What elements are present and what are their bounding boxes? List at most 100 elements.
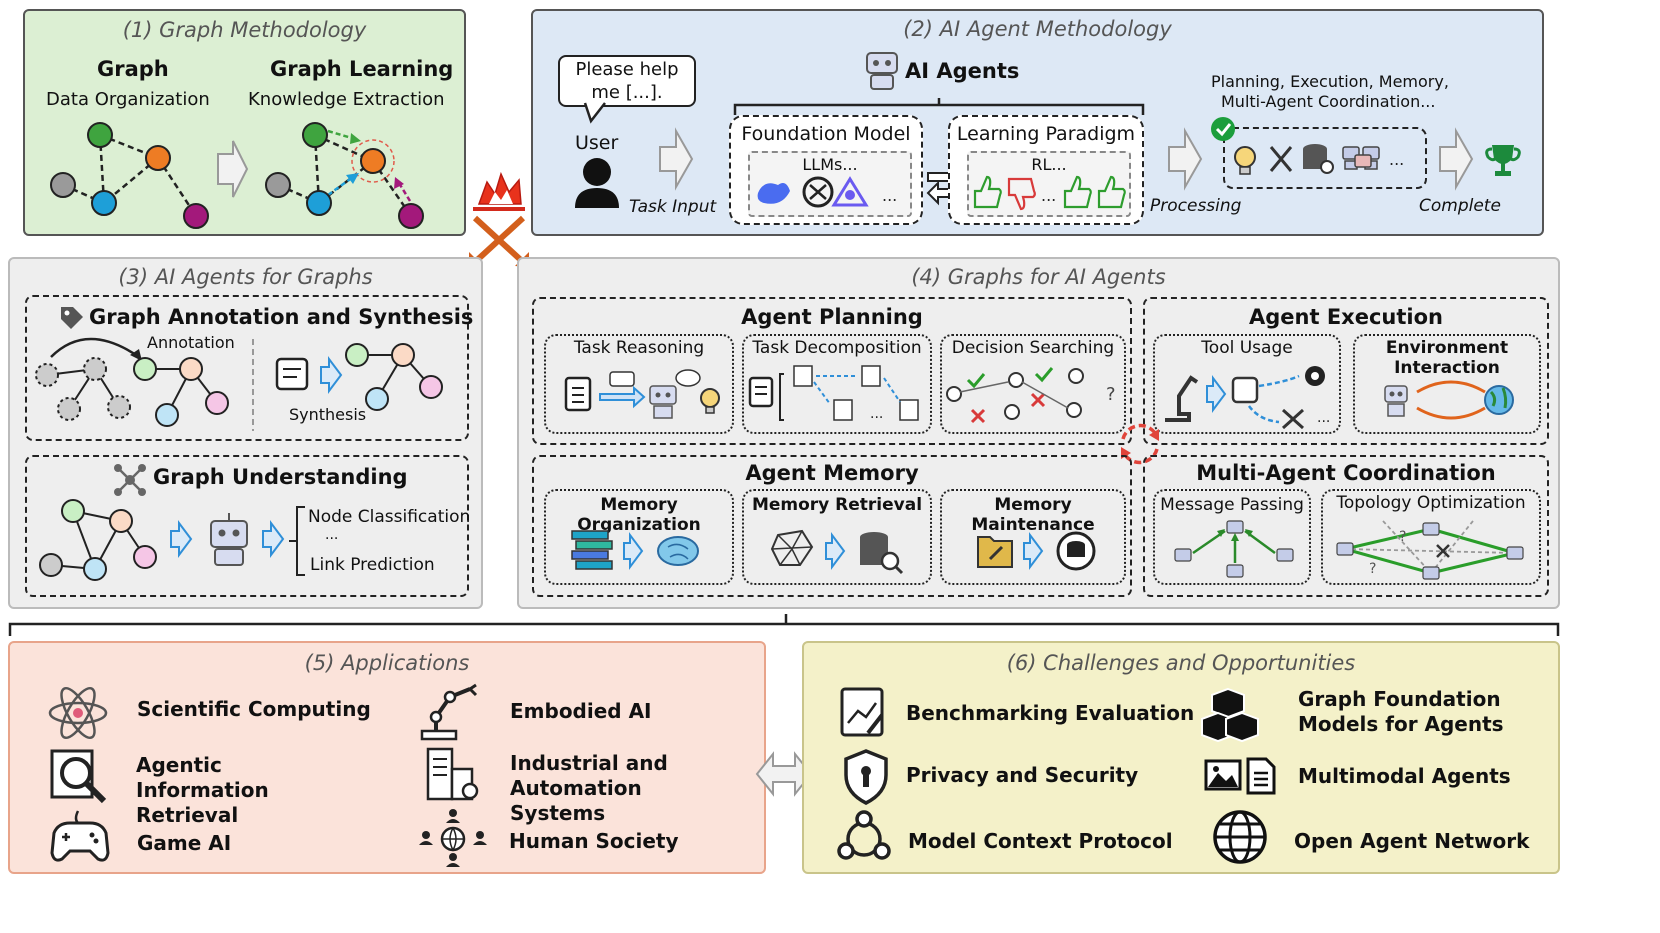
capabilities-icons: ... [1211, 117, 1404, 175]
multi-agent-coordination-box: Multi-Agent Coordination Message Passing [1143, 455, 1549, 597]
user-icon [575, 158, 619, 208]
message-passing-card: Message Passing [1153, 489, 1311, 585]
agents-for-graphs-panel: (3) AI Agents for Graphs Graph Annotatio… [8, 257, 483, 609]
decision-tree-icons: ? [946, 367, 1116, 424]
task-input-label: Task Input [629, 197, 717, 217]
graph-understanding-box: Graph Understanding Node Classification … [25, 455, 471, 597]
card-title-2: Interaction [1394, 358, 1500, 378]
environment-interaction-card: Environment Interaction [1353, 334, 1541, 434]
app-item-label: Embodied AI [510, 699, 652, 723]
task-reasoning-icons [564, 369, 720, 419]
panel-title: (2) AI Agent Methodology [903, 17, 1172, 41]
annotation-label: Annotation [147, 333, 235, 352]
challenge-item-label: Benchmarking Evaluation [906, 701, 1195, 725]
svg-text:...: ... [870, 406, 883, 422]
capabilities-box [1223, 127, 1427, 189]
svg-text:...: ... [1317, 410, 1330, 426]
arrow-right-icon [1168, 127, 1203, 191]
graph-diagram [50, 122, 424, 229]
agent-memory-heading: Agent Memory [745, 461, 919, 485]
card-title: Task Reasoning [573, 338, 705, 358]
robot-icon [866, 52, 898, 90]
trophy-icon [1485, 145, 1521, 176]
network-icon [114, 464, 146, 496]
arrow-right-icon [1439, 127, 1474, 191]
svg-text:?: ? [1369, 561, 1376, 577]
graphs-for-agents-panel: (4) Graphs for AI Agents Agent Planning … [517, 257, 1560, 609]
processing-label: Processing [1150, 196, 1242, 216]
agent-planning-heading: Agent Planning [741, 305, 923, 329]
bubble-text: Please help me [...]. [575, 59, 679, 103]
llm-logos-icon: ... [757, 176, 897, 208]
svg-text:...: ... [1389, 150, 1404, 169]
search-doc-icon [50, 749, 107, 804]
feedback-thumbs-icon: ... [973, 175, 1126, 211]
memory-organization-card: Memory Organization [544, 489, 734, 585]
app-item-label: Human Society [509, 829, 679, 853]
capabilities-line-1: Planning, Execution, Memory, [1211, 72, 1449, 91]
node-classification-label: Node Classification [308, 507, 471, 527]
panel-title: (1) Graph Methodology [122, 18, 367, 42]
complete-label: Complete [1419, 196, 1501, 216]
user-label: User [575, 132, 619, 154]
image-doc-icon [1204, 757, 1276, 795]
challenge-item-label: Graph Foundation Models for Agents [1298, 687, 1504, 736]
svg-text:...: ... [882, 186, 897, 205]
applications-panel: (5) Applications Scientific Computing Ag… [8, 641, 766, 874]
foundation-model-box: Foundation Model LLMs... ... [729, 115, 923, 225]
card-title: Message Passing [1160, 495, 1304, 515]
app-item-label: Game AI [137, 831, 232, 855]
task-decomposition-icons: ... [748, 365, 919, 422]
card-title: Environment [1385, 338, 1509, 358]
multi-agent-coordination-heading: Multi-Agent Coordination [1196, 461, 1496, 485]
factory-icon [426, 747, 479, 801]
tool-usage-icons: ... [1165, 366, 1330, 430]
memory-maintenance-card: Memory Maintenance [940, 489, 1126, 585]
shield-icon [844, 749, 888, 805]
message-passing-icons [1174, 520, 1294, 578]
agent-execution-box: Agent Execution Tool Usage ... Environme… [1143, 297, 1549, 445]
graph-subheading: Data Organization [46, 89, 210, 110]
bracket [8, 614, 1560, 636]
panel-title: (3) AI Agents for Graphs [118, 265, 373, 289]
svg-text:?: ? [1399, 529, 1406, 545]
understanding-ellipsis: ... [325, 527, 339, 543]
decision-searching-card: Decision Searching ? [940, 334, 1126, 434]
card-title: Decision Searching [951, 338, 1115, 358]
agent-execution-heading: Agent Execution [1249, 305, 1443, 329]
panel-title: (5) Applications [304, 651, 470, 675]
app-item-label: Industrial and Automation Systems [510, 751, 668, 825]
annotation-synthesis-heading: Graph Annotation and Synthesis [89, 305, 474, 329]
protocol-icon [837, 810, 891, 860]
lightbulb-icon [1234, 146, 1256, 175]
svg-text:?: ? [1106, 384, 1116, 405]
speech-bubble: Please help me [...]. [558, 55, 696, 107]
atom-icon [48, 686, 108, 740]
bubble-tail [583, 102, 606, 124]
graph-learning-heading: Graph Learning [270, 57, 454, 81]
gamepad-icon [50, 810, 110, 862]
tool-usage-card: Tool Usage ... [1153, 334, 1341, 434]
environment-icons [1384, 380, 1514, 420]
card-title: Task Decomposition [752, 338, 922, 358]
ai-agent-methodology-panel: (2) AI Agent Methodology Please help me … [531, 9, 1544, 236]
foundation-model-label: Foundation Model [741, 123, 911, 145]
llms-label: LLMs... [802, 155, 858, 174]
memory-retrieval-card: Memory Retrieval [742, 489, 932, 585]
cubes-icon [1201, 687, 1259, 743]
learning-paradigm-box: Learning Paradigm RL... ... [948, 115, 1144, 225]
card-title: Topology Optimization [1336, 493, 1526, 513]
card-title: Memory Organization [577, 495, 701, 535]
task-reasoning-card: Task Reasoning [544, 334, 734, 434]
topology-optimization-card: Topology Optimization ? ? [1321, 489, 1541, 585]
panel-title: (4) Graphs for AI Agents [911, 265, 1166, 289]
memory-organization-icons [571, 530, 699, 570]
capabilities-line-2: Multi-Agent Coordination... [1221, 92, 1436, 111]
agent-memory-box: Agent Memory Memory Organization Memory … [532, 455, 1132, 597]
chart-pen-icon [840, 687, 884, 737]
arrow-right-icon [659, 127, 694, 191]
robots-icon [1342, 146, 1380, 170]
globe-icon [1213, 810, 1267, 864]
panel-title: (6) Challenges and Opportunities [1006, 651, 1356, 675]
rl-label: RL... [1031, 155, 1067, 174]
